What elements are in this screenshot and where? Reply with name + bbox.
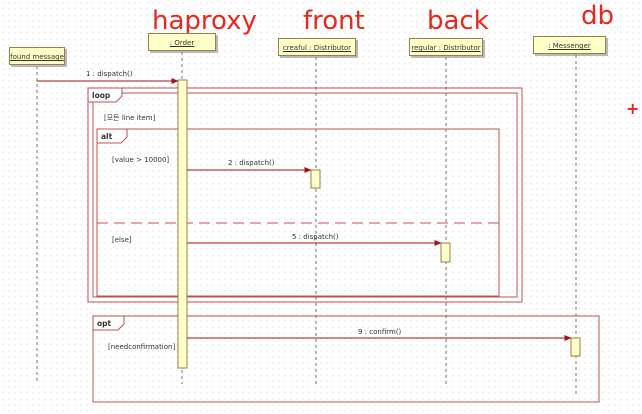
annotation-plus: + [626,99,640,118]
annotation-front: front [303,6,365,36]
fragment-alt[interactable]: alt [value > 10000] [else] [96,128,500,297]
message-9-label: 9 : confirm() [358,328,402,336]
lifeline-messenger[interactable]: : Messenger [533,36,606,54]
fragment-opt-guard: [needconfirmation] [108,343,175,351]
activation-front[interactable] [310,169,321,189]
annotation-back: back [427,6,489,36]
fragment-alt-guard-2: [else] [112,236,132,244]
message-5-label: 5 : dispatch() [292,233,339,241]
message-2-label: 2 : dispatch() [228,159,275,167]
fragment-opt[interactable]: opt [needconfirmation] [92,315,600,403]
fragment-loop-guard: [모든 line item] [104,114,156,122]
activation-back[interactable] [440,242,451,263]
fragment-alt-guard-1: [value > 10000] [112,156,169,164]
fragment-loop[interactable]: loop [모든 line item] [87,87,523,303]
lifeline-found-message[interactable]: found message [9,47,65,65]
lifeline-creaful-distributor[interactable]: creaful : Distributor [278,38,356,56]
fragment-alt-operator: alt [101,132,113,141]
message-1-label: 1 : dispatch() [86,70,133,78]
annotation-db: db [581,1,615,31]
activation-order[interactable] [177,79,188,369]
lifeline-order[interactable]: : Order [148,33,216,51]
lifeline-regular-distributor[interactable]: regular : Distributor [409,38,483,56]
annotation-haproxy: haproxy [152,6,257,36]
fragment-loop-operator: loop [92,91,111,100]
fragment-opt-operator: opt [97,319,112,328]
activation-messenger[interactable] [570,337,581,357]
